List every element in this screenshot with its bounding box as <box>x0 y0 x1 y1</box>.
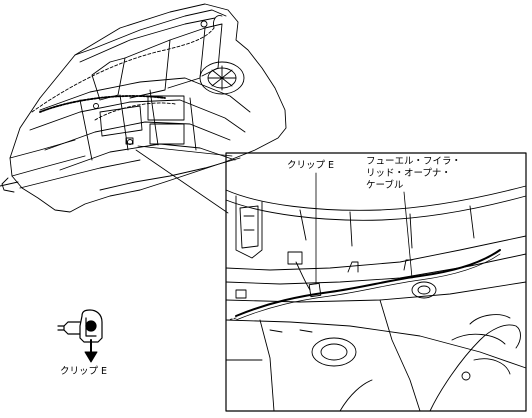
detail-leader-line-lower <box>135 149 229 214</box>
cable-callout-label-line-2: リッド・オープナ・ <box>366 168 451 179</box>
detail-view-drawing <box>225 185 527 412</box>
cable-leader-line <box>403 191 413 279</box>
detail-leader-line-upper <box>137 145 233 157</box>
cable-callout-label-line-3: ケーブル <box>366 180 404 191</box>
cable-callout-label-line-1: フューエル・フイラ・ <box>366 156 462 167</box>
clip-e-callout-label: クリップ E <box>287 160 335 171</box>
vehicle-overview <box>0 3 287 213</box>
clip-icon <box>57 309 103 343</box>
arrow-down-icon <box>84 339 98 363</box>
clip-legend-label: クリップ E <box>60 366 108 377</box>
